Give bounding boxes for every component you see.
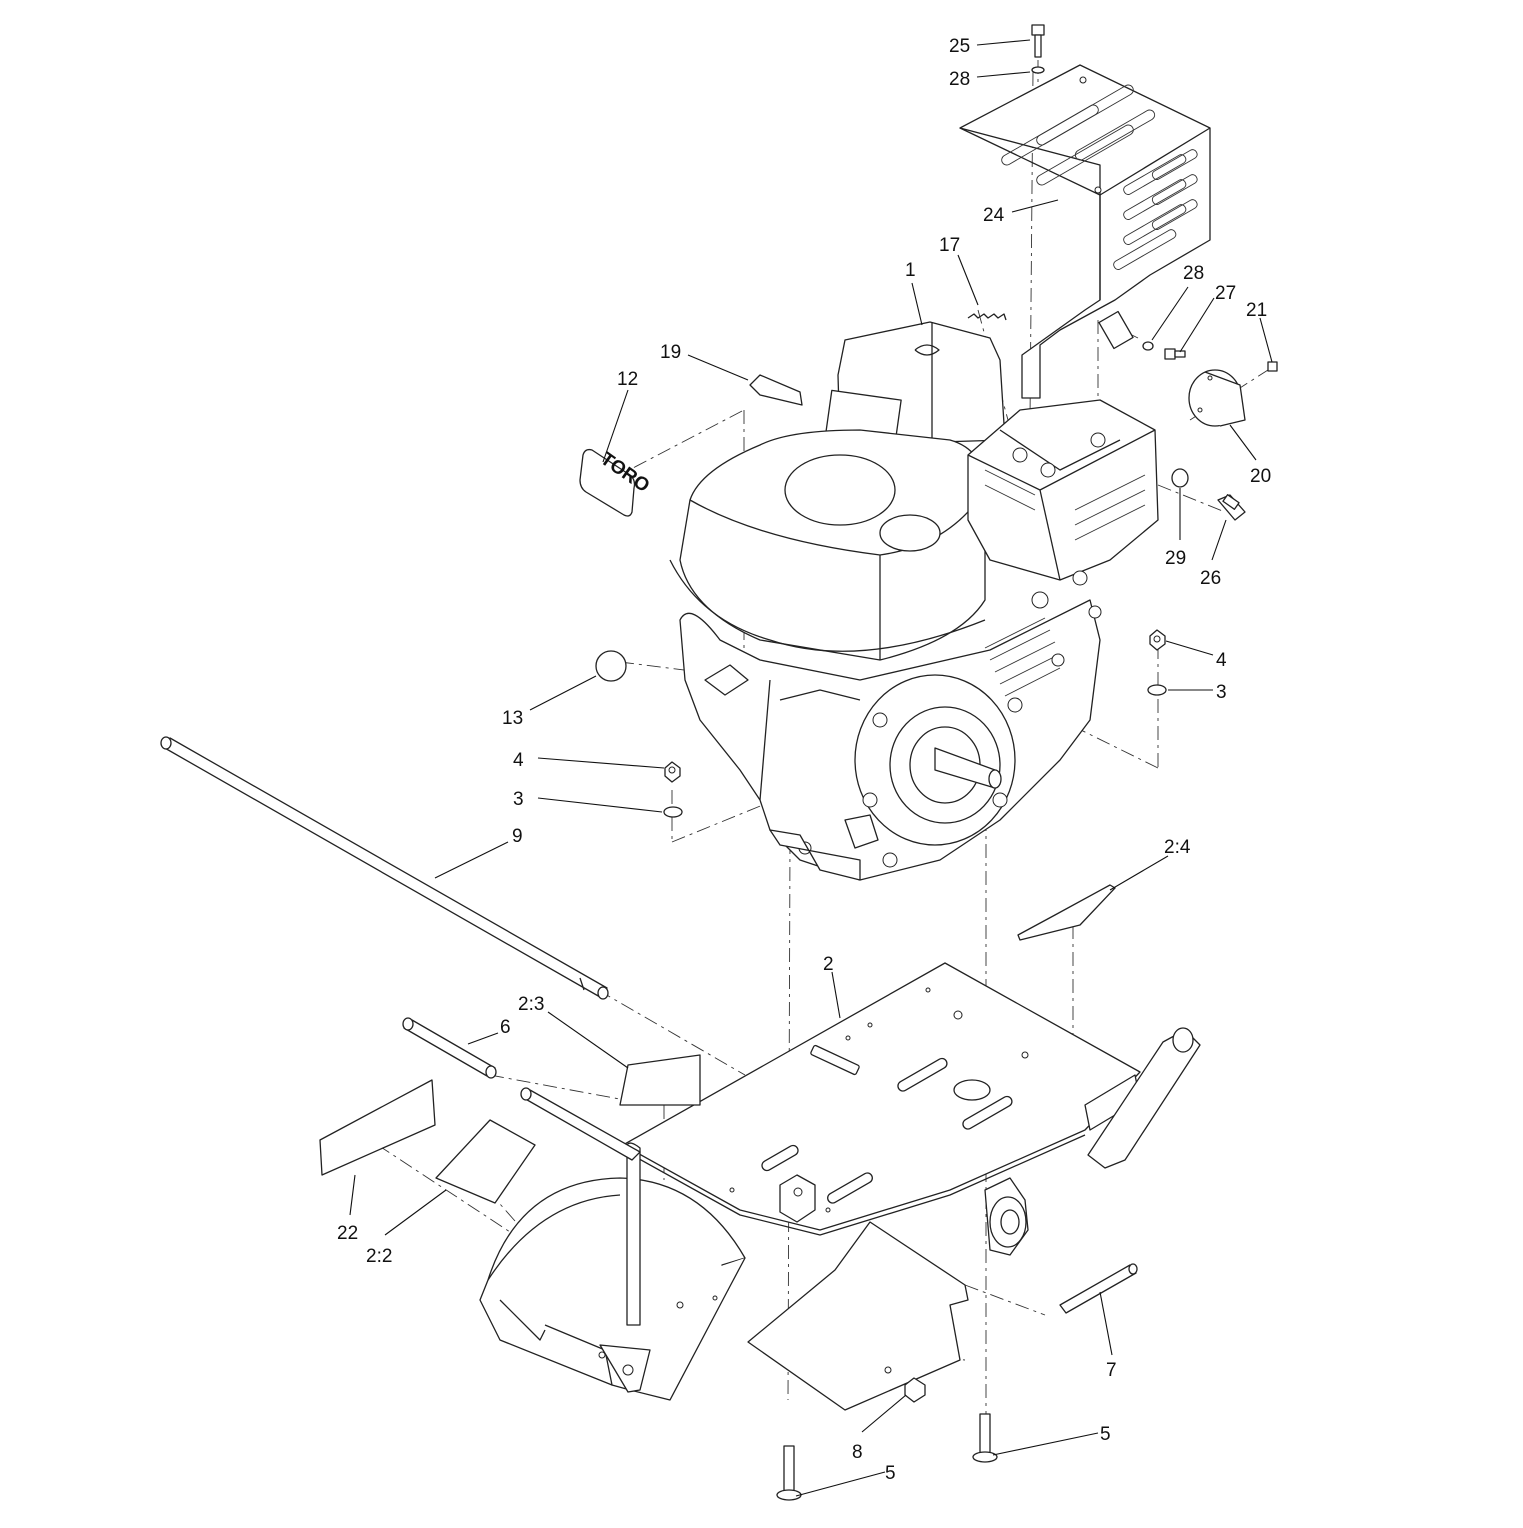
washer-3-right (1147, 684, 1167, 696)
bolt-25 (1031, 24, 1045, 58)
callout-13: 13 (502, 708, 523, 729)
callout-9: 9 (512, 826, 523, 847)
nut-4-left (664, 761, 681, 783)
callout-6: 6 (500, 1017, 511, 1038)
toro-decal-12: TORO (579, 449, 653, 517)
callout-7: 7 (1106, 1360, 1117, 1381)
knob-13 (595, 650, 627, 682)
bolt-26 (1217, 494, 1246, 521)
callout-19: 19 (660, 342, 681, 363)
nut-4-right (1149, 629, 1166, 651)
nut-8 (904, 1377, 926, 1403)
callout-28: 28 (949, 69, 970, 90)
callout-2-4: 2:4 (1164, 837, 1191, 858)
callout-8: 8 (852, 1442, 863, 1463)
spring-17 (967, 313, 1007, 321)
callout-29: 29 (1165, 548, 1186, 569)
callout-3: 3 (1216, 682, 1227, 703)
callout-1: 1 (905, 260, 916, 281)
callout-4: 4 (513, 750, 524, 771)
decal-2-4 (1017, 884, 1116, 941)
callout-20: 20 (1250, 466, 1271, 487)
handle-tube-9 (160, 736, 609, 1000)
callout-5: 5 (885, 1463, 896, 1484)
callout-17: 17 (939, 235, 960, 256)
callout-3: 3 (513, 789, 524, 810)
decal-22 (319, 1079, 436, 1176)
bolt-5-right (972, 1413, 998, 1463)
callout-12: 12 (617, 369, 638, 390)
decal-2-2 (435, 1119, 536, 1204)
callout-2: 2 (823, 954, 834, 975)
bolt-5-left (776, 1445, 802, 1501)
callout-28: 28 (1183, 263, 1204, 284)
washer-3-left (663, 806, 683, 818)
decal-19 (749, 374, 803, 406)
heat-shield (959, 64, 1211, 399)
callout-24: 24 (983, 205, 1005, 226)
lower-cover-plate (747, 1221, 969, 1411)
spark-arrestor-cap-20 (1188, 369, 1246, 427)
decal-2-3 (619, 1054, 701, 1106)
callout-27: 27 (1215, 283, 1236, 304)
callout-2-2: 2:2 (366, 1246, 392, 1267)
blade-guard (479, 1177, 746, 1401)
muffler (967, 399, 1159, 609)
washer-28-top (1031, 66, 1045, 74)
washer-29 (1171, 468, 1189, 488)
guard-handle (520, 1087, 641, 1326)
callout-26: 26 (1200, 568, 1221, 589)
washer-28-side (1142, 341, 1154, 351)
callout-25: 25 (949, 36, 970, 57)
callout-labels: 25 28 24 17 1 28 27 21 19 12 20 29 26 4 … (337, 36, 1271, 1484)
pin-7 (1059, 1263, 1138, 1314)
callout-22: 22 (337, 1223, 358, 1244)
bolt-27 (1164, 348, 1186, 360)
base-plate-2 (622, 962, 1201, 1256)
leader-lines (349, 39, 1273, 1497)
nut-21 (1267, 361, 1278, 372)
engine-assembly (669, 321, 1102, 881)
pin-6 (402, 1017, 497, 1079)
callout-4: 4 (1216, 650, 1227, 671)
callout-2-3: 2:3 (518, 994, 544, 1015)
callout-5: 5 (1100, 1424, 1111, 1445)
callout-21: 21 (1246, 300, 1267, 321)
